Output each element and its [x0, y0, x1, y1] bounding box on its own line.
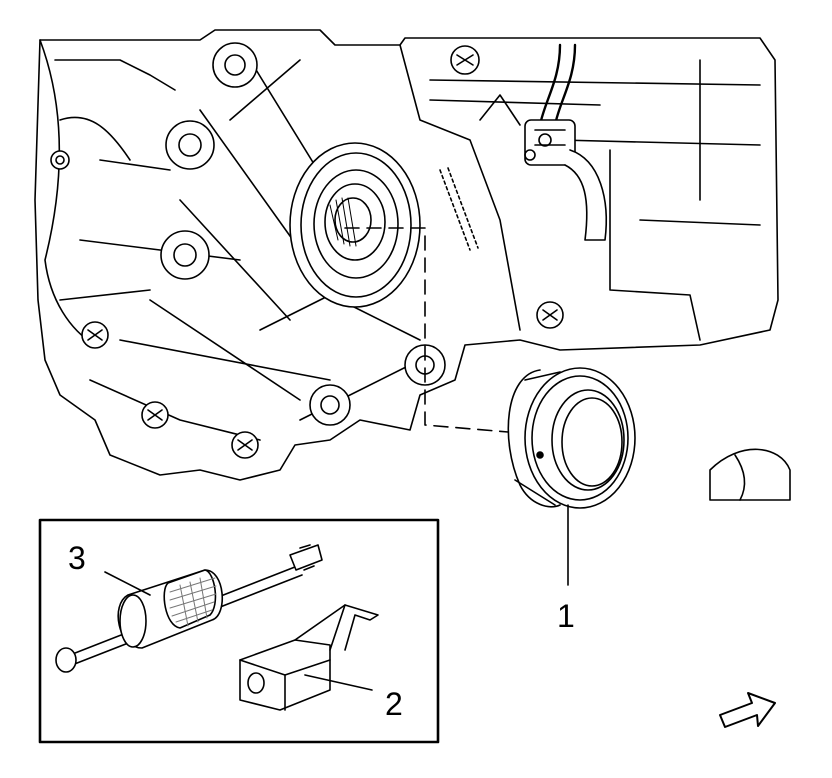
installer-leader: [304, 674, 373, 691]
bolt-right: [536, 301, 564, 329]
output-bore: [289, 142, 421, 308]
boss-lower-1: [309, 384, 351, 426]
bolt-lower-left: [141, 401, 169, 429]
callout-installer: 2: [385, 686, 403, 722]
seal-installer-tool: [239, 604, 379, 711]
puller-leader: [104, 571, 151, 596]
callout-puller: 3: [68, 540, 86, 576]
bolt-top: [450, 45, 480, 75]
tool-inset-box: [38, 518, 440, 744]
boss-left-1: [165, 120, 215, 170]
install-leader: [344, 227, 509, 433]
axle-stub-edge: [734, 454, 746, 501]
bolt-bottom: [231, 431, 259, 459]
axle-seal: [507, 367, 636, 509]
bolt-left: [81, 321, 109, 349]
slide-hammer-puller: [55, 544, 323, 673]
boss-far-left: [50, 150, 70, 170]
sensor-harness: [524, 43, 608, 241]
axle-stub: [709, 448, 791, 501]
callout-seal: 1: [557, 598, 575, 634]
mounting-bosses: [50, 42, 446, 426]
boss-left-2: [160, 230, 210, 280]
case-bolts: [81, 45, 564, 459]
boss-upper-left: [212, 42, 258, 88]
arrow-icon: [719, 692, 776, 728]
